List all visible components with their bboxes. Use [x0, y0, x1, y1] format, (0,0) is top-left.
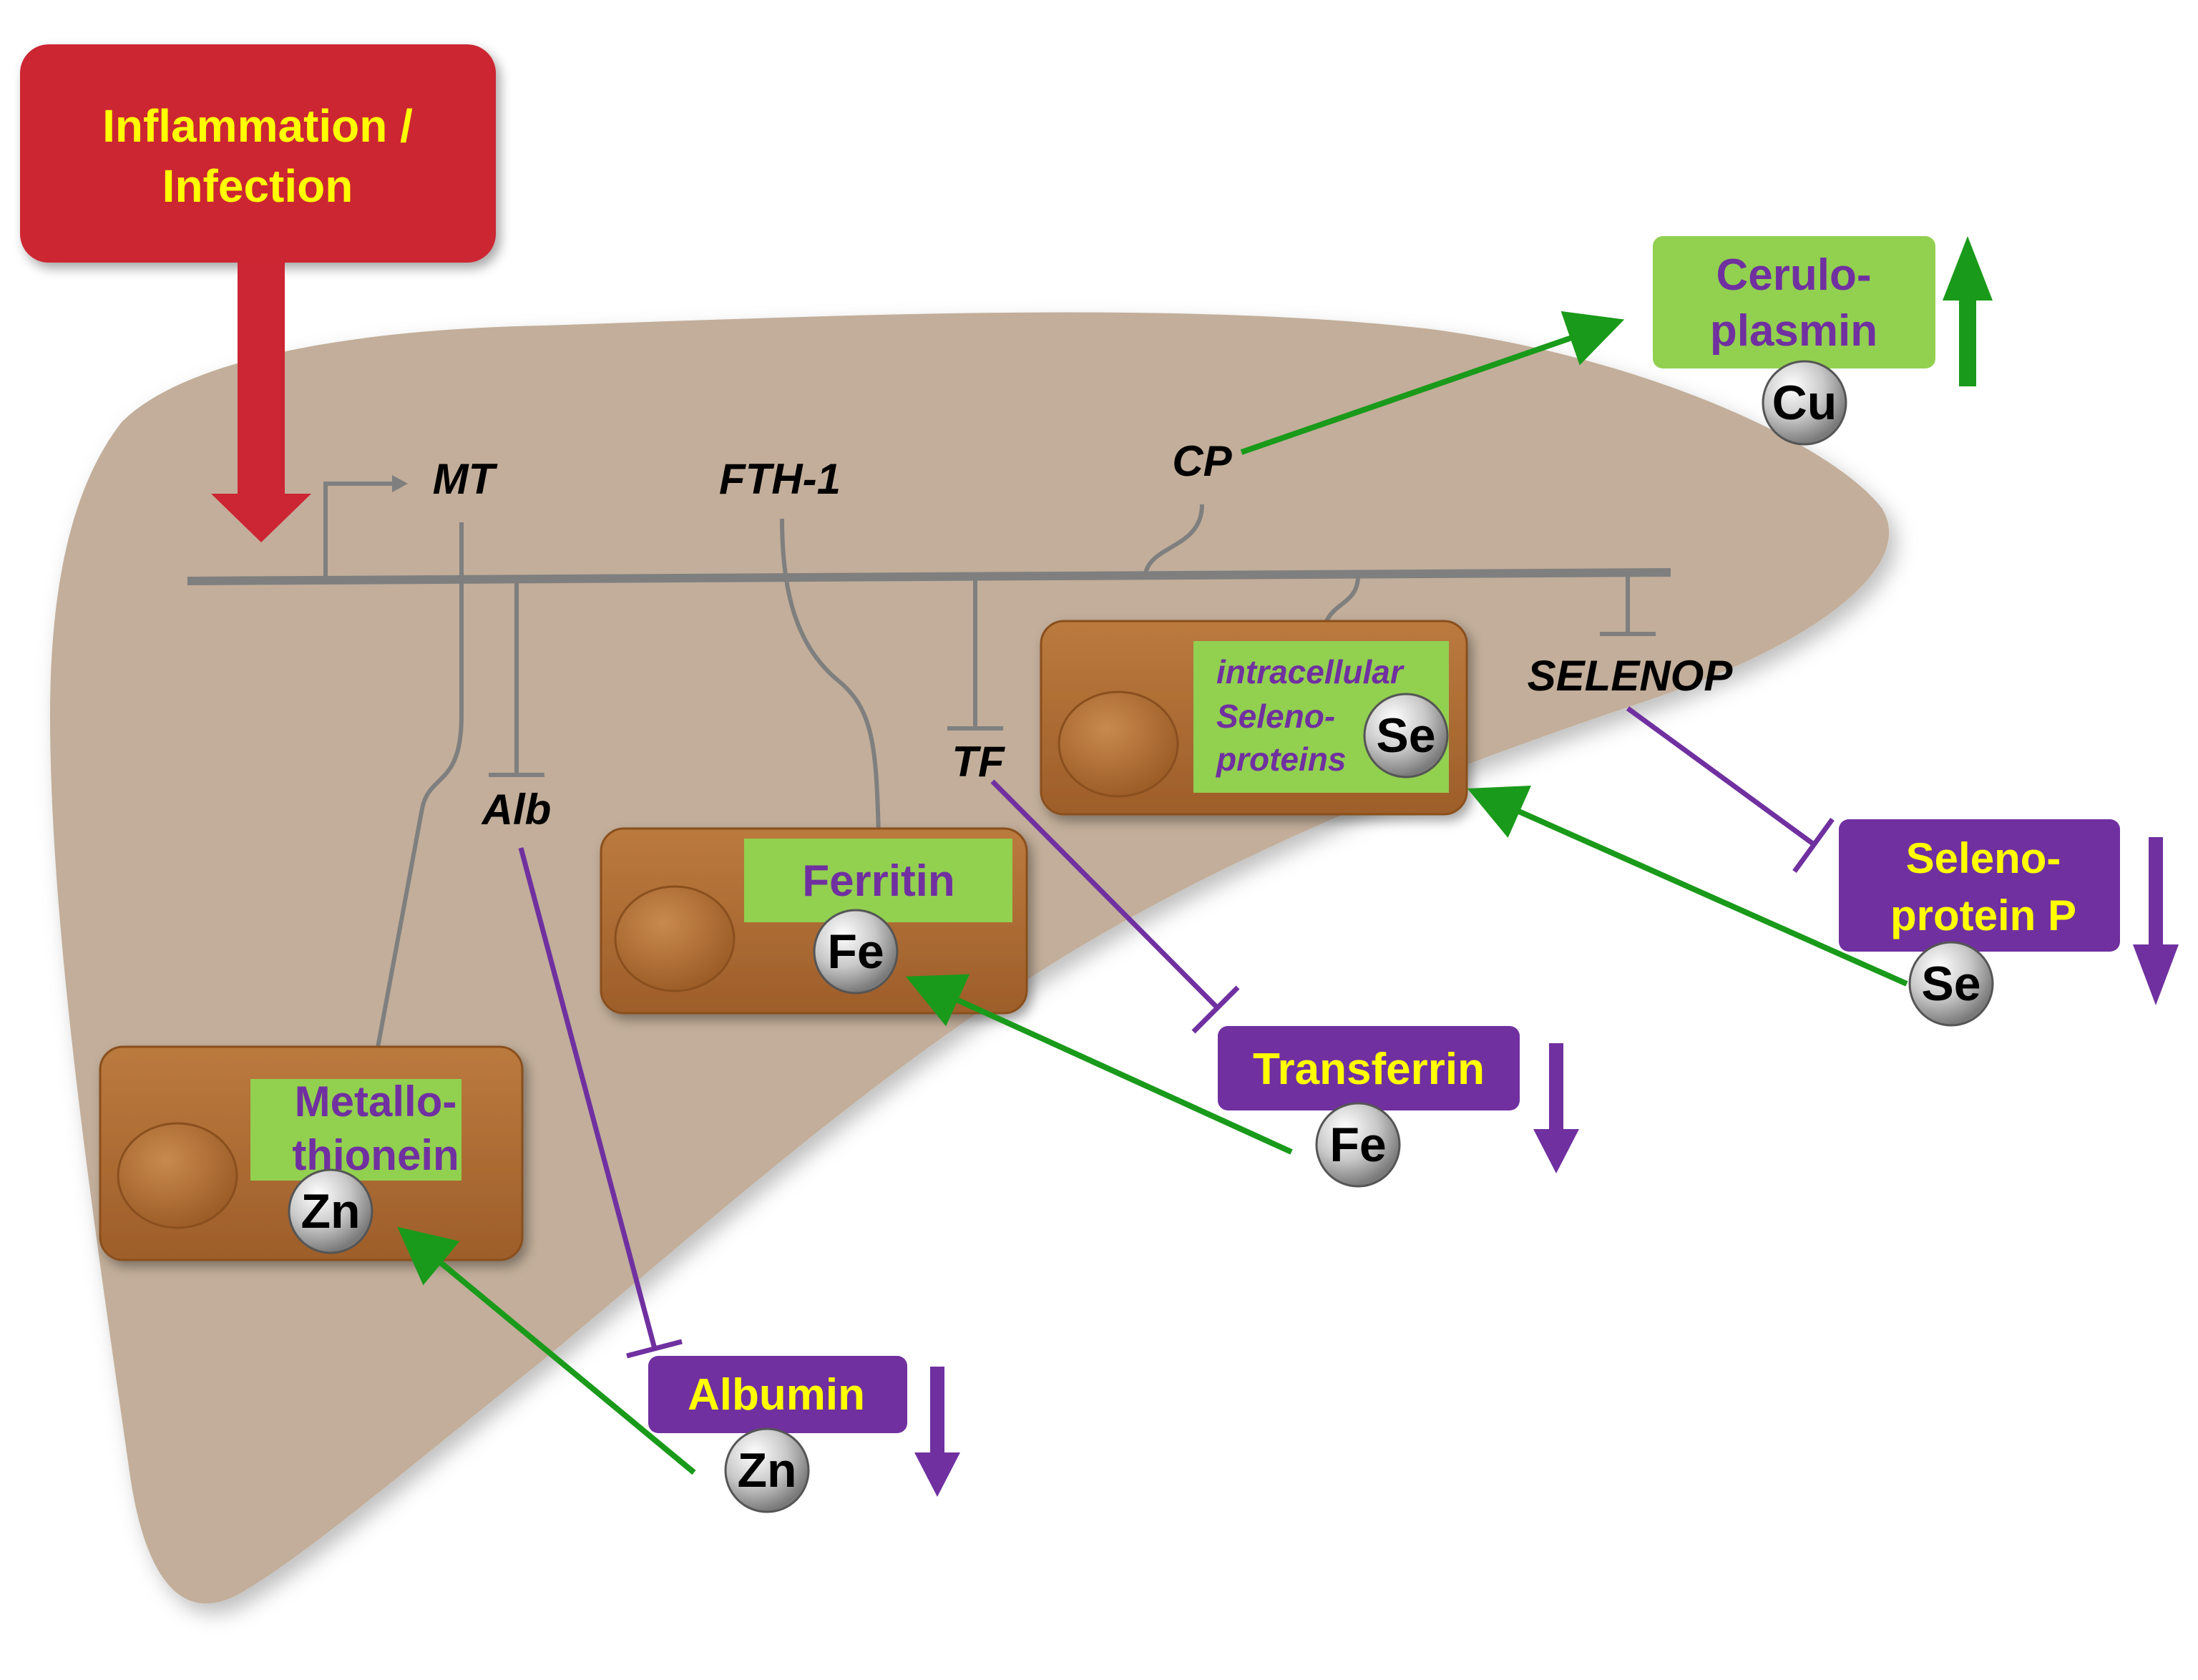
selenop-inhibition-bar [1600, 574, 1656, 636]
ferritin-cell: Ferritin Fe [600, 827, 1028, 1015]
selenoproteins-line-3: proteins [1215, 741, 1346, 778]
fth1-connector [780, 518, 881, 838]
trigger-line-2: Infection [162, 160, 353, 212]
alb-to-albumin-inhibition [518, 847, 683, 1359]
gene-selenop-label: SELENOP [1528, 652, 1734, 700]
transferrin-box: Transferrin Fe [1218, 1026, 1520, 1188]
albumin-down-arrow-icon [914, 1367, 960, 1497]
metallothionein-cell: Metallo- thionein Zn [99, 1045, 524, 1261]
dna-strand [187, 568, 1671, 585]
cp-to-ceruloplasmin-arrow [1240, 311, 1625, 455]
selenoproteins-cell: intracellular Seleno- proteins Se [1040, 620, 1468, 816]
promoter-arrow [323, 482, 392, 578]
mt-connector [373, 522, 464, 1060]
nucleus-icon [117, 1122, 238, 1229]
zinc-ball-icon [288, 1168, 373, 1254]
selenoprotein-p-metal: Se [1921, 957, 1980, 1011]
ceruloplasmin-box: Cerulo- plasmin Cu [1653, 236, 1935, 446]
transferrin-metal: Fe [1329, 1118, 1386, 1172]
selenoprotein-p-line-1: Seleno- [1906, 834, 2061, 882]
selenoprotein-p-box: Seleno- protein P Se [1839, 819, 2120, 1027]
ceruloplasmin-line-2: plasmin [1710, 306, 1877, 356]
transferrin-fe-to-ferritin-arrow [905, 974, 1293, 1155]
nucleus-icon [1058, 690, 1179, 798]
tf-inhibition-bar [947, 578, 1003, 731]
selenium-ball-icon [1363, 693, 1449, 778]
selenoprotein-p-se-to-selenoproteins-arrow [1467, 785, 1908, 987]
selenoprotein-p-down-arrow-icon [2133, 837, 2179, 1005]
ceruloplasmin-metal: Cu [1772, 376, 1837, 430]
iron-ball-icon [813, 909, 899, 995]
gene-mt-label: MT [433, 455, 498, 503]
ferritin-metal: Fe [827, 924, 884, 979]
trigger-line-1: Inflammation / [102, 100, 413, 152]
selenoproteins-line-1: intracellular [1216, 653, 1405, 690]
albumin-box: Albumin Zn [648, 1356, 907, 1513]
ceruloplasmin-up-arrow-icon [1943, 236, 1993, 386]
selenoprotein-p-line-2: protein P [1890, 892, 2076, 939]
copper-ball-icon [1762, 360, 1847, 446]
nucleus-icon [614, 885, 736, 992]
gene-alb-label: Alb [481, 786, 552, 834]
alb-inhibition-bar [489, 581, 544, 777]
tf-to-transferrin-inhibition [990, 779, 1240, 1034]
transferrin-label: Transferrin [1253, 1045, 1485, 1094]
selenium-ball-icon [1908, 941, 1994, 1027]
ceruloplasmin-line-1: Cerulo- [1716, 250, 1872, 300]
metallothionein-metal: Zn [301, 1184, 360, 1239]
albumin-metal: Zn [737, 1443, 796, 1498]
selenoproteins-metal: Se [1376, 708, 1435, 763]
zinc-ball-icon [724, 1427, 810, 1513]
gene-fth1-label: FTH-1 [719, 455, 841, 503]
transferrin-down-arrow-icon [1533, 1043, 1579, 1173]
trigger-arrow [211, 263, 311, 542]
selenop-to-selenoprotein-p-inhibition [1626, 706, 1835, 874]
iron-ball-icon [1315, 1102, 1401, 1188]
selenoproteins-line-2: Seleno- [1216, 698, 1335, 735]
albumin-zn-to-metallothionein-arrow [397, 1226, 696, 1475]
gene-cp-label: CP [1172, 437, 1232, 485]
ferritin-label: Ferritin [802, 856, 955, 906]
albumin-label: Albumin [688, 1370, 865, 1420]
metallothionein-line-1: Metallo- [295, 1078, 457, 1125]
inflammation-infection-box: Inflammation / Infection [20, 44, 496, 263]
gene-tf-label: TF [952, 738, 1005, 786]
cp-connector [1143, 504, 1204, 580]
